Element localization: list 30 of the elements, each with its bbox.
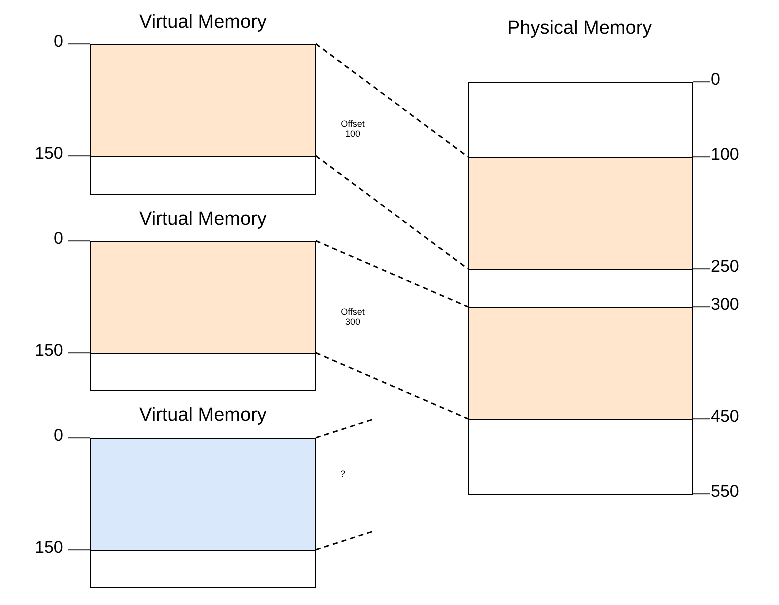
offset-note: Offset 100 [340, 119, 366, 139]
memory-title: Virtual Memory [140, 12, 267, 34]
address-label: 100 [711, 145, 740, 165]
address-label: 550 [711, 482, 740, 502]
mapping-line [316, 418, 376, 439]
mapping-line [316, 352, 468, 420]
memory-region [468, 157, 693, 270]
address-label: 0 [54, 229, 64, 249]
memory-region [468, 307, 693, 420]
address-label: 450 [711, 407, 740, 427]
memory-region [90, 44, 316, 157]
memory-region [90, 438, 316, 551]
memory-title: Virtual Memory [140, 209, 267, 231]
address-label: 150 [35, 341, 64, 361]
address-label: 300 [711, 295, 740, 315]
mapping-line [316, 43, 468, 158]
memory-title: Virtual Memory [140, 405, 267, 427]
memory-title: Physical Memory [508, 18, 652, 40]
offset-note: Offset 300 [340, 307, 366, 327]
memory-region [90, 241, 316, 354]
mapping-line [316, 155, 468, 270]
address-label: 0 [54, 32, 64, 52]
mapping-line [316, 530, 376, 551]
offset-note: ? [339, 469, 346, 479]
mapping-line [316, 240, 468, 308]
address-label: 150 [35, 538, 64, 558]
address-label: 150 [35, 144, 64, 164]
address-label: 0 [711, 70, 720, 90]
address-label: 0 [54, 426, 64, 446]
address-label: 250 [711, 257, 740, 277]
